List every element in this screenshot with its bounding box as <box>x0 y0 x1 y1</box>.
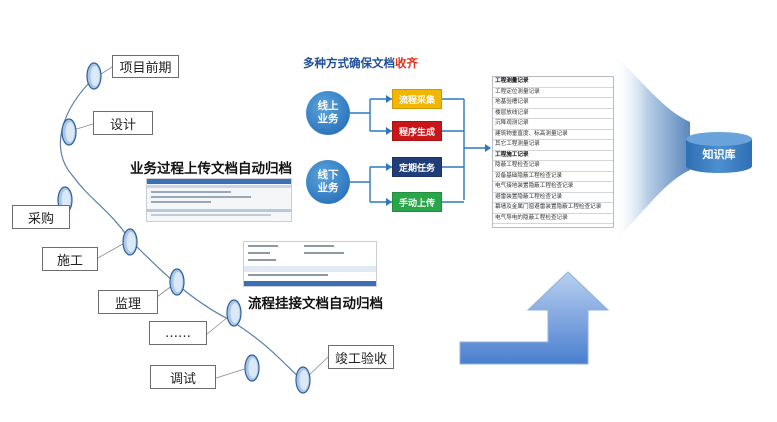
business-system-screenshot <box>146 178 292 222</box>
table-row: 沉降观测记录 <box>493 119 613 130</box>
process-form-screenshot <box>243 241 377 287</box>
table-row: 避雷装置隐蔽工程检查记录 <box>493 193 613 203</box>
methods-title: 多种方式确保文档收齐 <box>303 55 418 71</box>
table-row: 其它工程测量记录 <box>493 140 613 151</box>
stage-ellipsis: …… <box>149 321 207 345</box>
table-section-header: 工程测量记录 <box>493 77 613 88</box>
stage-procurement: 采购 <box>12 205 70 229</box>
methods-title-prefix: 多种方式确保文档 <box>303 56 395 70</box>
stage-disk-icon <box>61 118 77 146</box>
table-row: 建筑物垂直度、标高测量记录 <box>493 130 613 140</box>
stage-disk-icon <box>122 228 138 256</box>
offline-line2: 业务 <box>317 182 339 194</box>
offline-business-node: 线下 业务 <box>306 160 350 204</box>
stage-disk-icon <box>169 268 185 296</box>
stage-disk-icon <box>244 354 260 382</box>
method-process-collect: 流程采集 <box>392 89 442 109</box>
stage-project-pre: 项目前期 <box>112 55 179 78</box>
table-row: 设备基础隐蔽工程检查记录 <box>493 172 613 182</box>
stage-disk-icon <box>295 366 311 394</box>
caption-process-attach: 流程挂接文档自动归档 <box>248 296 383 312</box>
knowledge-base-cylinder <box>686 132 752 173</box>
table-row: 电气导电的隐蔽工程检查记录 <box>493 214 613 224</box>
up-arrow <box>459 271 610 365</box>
funnel-arrow <box>612 56 690 240</box>
stage-disk-icon <box>226 299 242 327</box>
methods-title-accent: 收齐 <box>395 56 418 70</box>
method-manual-upload: 手动上传 <box>392 192 442 212</box>
table-row: 幕墙及金属门窗避雷装置隐蔽工程检查记录 <box>493 203 613 214</box>
stage-acceptance: 竣工验收 <box>328 345 394 369</box>
table-row: 隐蔽工程检查记录 <box>493 161 613 172</box>
stage-supervision: 监理 <box>98 290 158 314</box>
stage-construction: 施工 <box>42 247 98 271</box>
method-program-generate: 程序生成 <box>392 121 442 141</box>
knowledge-base-label: 知识库 <box>702 148 736 161</box>
caption-business-upload: 业务过程上传文档自动归档 <box>130 161 292 177</box>
table-row: 工程定位测量记录 <box>493 88 613 98</box>
archive-records-table: 工程测量记录工程定位测量记录地基验槽记录楼层放线记录沉降观测记录建筑物垂直度、标… <box>492 76 614 228</box>
table-row: 楼层放线记录 <box>493 109 613 119</box>
online-business-node: 线上 业务 <box>306 91 350 135</box>
offline-line1: 线下 <box>317 169 339 181</box>
stage-commissioning: 调试 <box>150 365 216 389</box>
table-row: 地基验槽记录 <box>493 98 613 109</box>
table-section-header: 工程施工记录 <box>493 151 613 161</box>
table-row: 电气接地装置隐蔽工程检查记录 <box>493 182 613 193</box>
method-scheduled-task: 定期任务 <box>392 157 442 177</box>
online-line2: 业务 <box>317 113 339 125</box>
online-line1: 线上 <box>317 100 339 112</box>
stage-design: 设计 <box>93 111 153 135</box>
stage-disk-icon <box>86 62 102 90</box>
